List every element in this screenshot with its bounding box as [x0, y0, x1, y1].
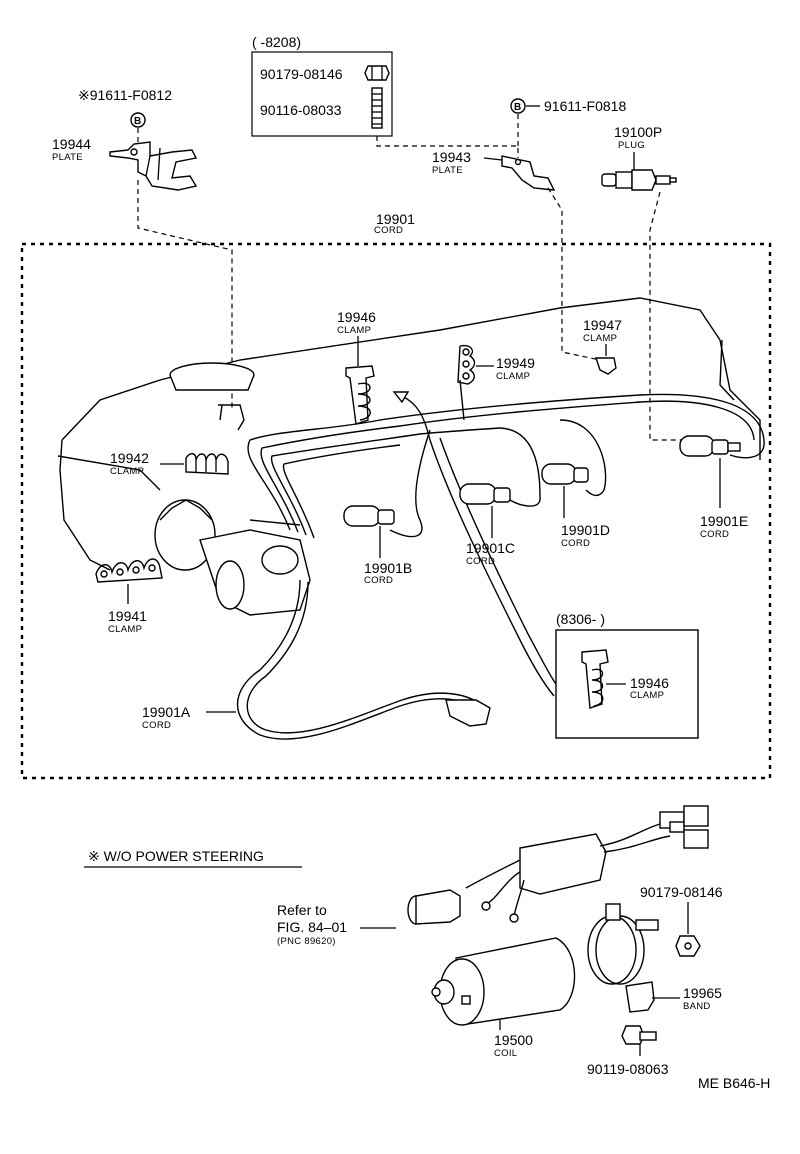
clamp-19949-icon [457, 344, 476, 385]
label-19901d-name: CORD [561, 538, 590, 549]
label-19941: 19941 [108, 608, 147, 624]
label-90179-08146: 90179-08146 [260, 66, 343, 82]
clamp-19947-icon [595, 357, 617, 375]
plug-boot-c-icon [459, 483, 511, 505]
label-19946-b: 19946 [630, 675, 669, 691]
label-91611-f0812: ※91611-F0812 [78, 87, 172, 103]
label-19942-name: CLAMP [110, 466, 144, 477]
plug-boot-a-icon [445, 699, 491, 727]
label-19943: 19943 [432, 149, 471, 165]
plug-boot-b-icon [343, 505, 395, 527]
clamp-19941-icon [95, 558, 163, 583]
cord-19901-outline [20, 242, 772, 780]
plate-19944-icon [109, 141, 198, 191]
label-19500-name: COIL [494, 1048, 517, 1059]
label-19941-name: CLAMP [108, 624, 142, 635]
svg-text:B: B [134, 116, 141, 127]
b-marker-icon: B [510, 98, 526, 114]
distributor-icon [154, 499, 311, 616]
band-19965-icon [587, 903, 659, 1013]
ignition-cords-icon [236, 379, 765, 740]
label-19901b-name: CORD [364, 575, 393, 586]
pnc-ref-text: (PNC 89620) [277, 936, 336, 947]
label-90119-08063: 90119-08063 [587, 1061, 669, 1077]
label-19947: 19947 [583, 317, 622, 333]
spark-plug-icon [601, 169, 677, 191]
svg-text:B: B [514, 102, 521, 113]
label-19946: 19946 [337, 309, 376, 325]
bolt-icon [364, 65, 390, 81]
igniter-harness-icon [407, 805, 709, 925]
plug-boot-d-icon [541, 463, 589, 485]
box-8306: (8306- ) 19946 CLAMP [555, 611, 699, 739]
label-19901b: 19901B [364, 560, 412, 576]
label-19947-name: CLAMP [583, 333, 617, 344]
label-19500: 19500 [494, 1032, 533, 1048]
label-19901d: 19901D [561, 522, 610, 538]
label-19949: 19949 [496, 355, 535, 371]
plate-19943-icon [501, 155, 556, 191]
clamp-19946-icon [345, 365, 375, 425]
wo-power-steering-note: ※ W/O POWER STEERING [88, 848, 264, 864]
box-8306-header: (8306- ) [556, 611, 605, 627]
label-19901-name: CORD [374, 225, 403, 236]
screw-icon [621, 1025, 657, 1045]
label-19946-b-name: CLAMP [630, 690, 664, 701]
label-91611-f0818: 91611-F0818 [544, 98, 626, 114]
label-19901e: 19901E [700, 513, 748, 529]
label-19943-name: PLATE [432, 165, 463, 176]
refer-to-text: Refer to [277, 902, 327, 918]
fig-ref-text: FIG. 84–01 [277, 919, 347, 935]
label-19901: 19901 [376, 211, 415, 227]
plug-boot-e-icon [679, 435, 741, 457]
label-90179-08146-b: 90179-08146 [640, 884, 723, 900]
clamp-19942-icon [185, 453, 229, 475]
label-19942: 19942 [110, 450, 149, 466]
clamp-19946-b-icon [581, 649, 609, 709]
ignition-coil-icon [431, 937, 576, 1026]
nut-icon [675, 935, 701, 957]
label-19965-name: BAND [683, 1001, 711, 1012]
drawing-id: ME B646-H [698, 1075, 770, 1091]
engine-block-icon [57, 297, 761, 571]
label-19949-name: CLAMP [496, 371, 530, 382]
stud-icon [371, 87, 383, 129]
label-19100p: 19100P [614, 124, 662, 140]
label-19901a: 19901A [142, 704, 191, 720]
b-marker-icon: B [130, 112, 146, 128]
label-19901e-name: CORD [700, 529, 729, 540]
box-8208-header: ( -8208) [252, 34, 301, 50]
label-90116-08033: 90116-08033 [260, 102, 342, 118]
label-19901c-name: CORD [466, 556, 495, 567]
label-19100p-name: PLUG [618, 140, 645, 151]
label-19946-name: CLAMP [337, 325, 371, 336]
label-19965: 19965 [683, 985, 722, 1001]
box-8208: ( -8208) 90179-08146 90116-08033 [251, 34, 393, 137]
label-19944: 19944 [52, 136, 91, 152]
label-19901a-name: CORD [142, 720, 171, 731]
label-19944-name: PLATE [52, 152, 83, 163]
label-19901c: 19901C [466, 540, 515, 556]
